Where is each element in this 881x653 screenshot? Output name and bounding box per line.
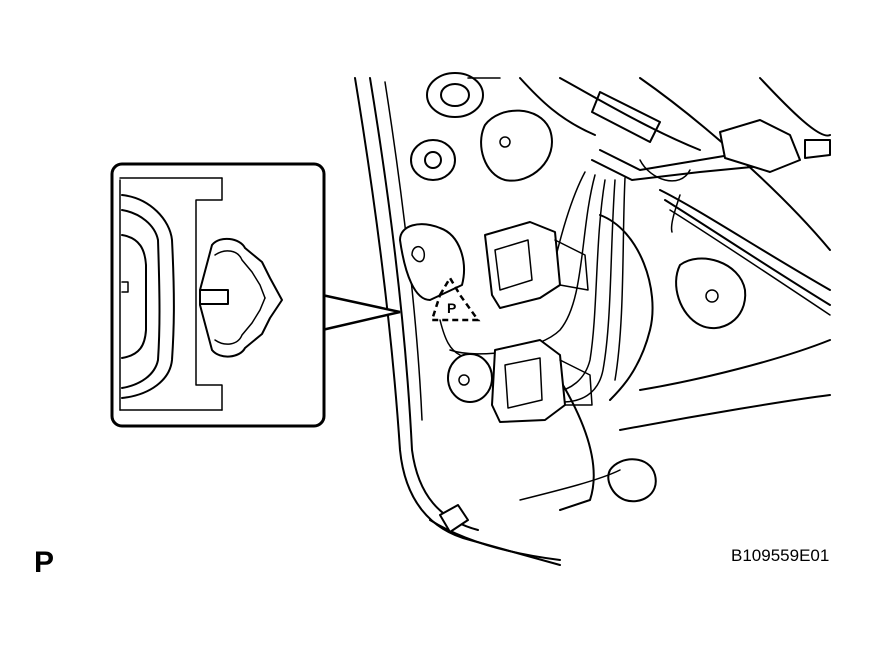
svg-text:P: P — [447, 300, 456, 316]
inner-panel — [519, 214, 831, 511]
wire-harness — [449, 77, 831, 403]
panel-holes — [410, 72, 747, 503]
trim-clip — [439, 504, 469, 533]
connector-upper — [484, 221, 589, 309]
callout-leader — [321, 293, 401, 332]
clip-bracket: P — [399, 223, 481, 356]
detail-inset — [110, 162, 326, 428]
connector-lower — [491, 339, 593, 423]
figure-code: B109559E01 — [731, 546, 830, 565]
view-label: P — [34, 546, 55, 579]
